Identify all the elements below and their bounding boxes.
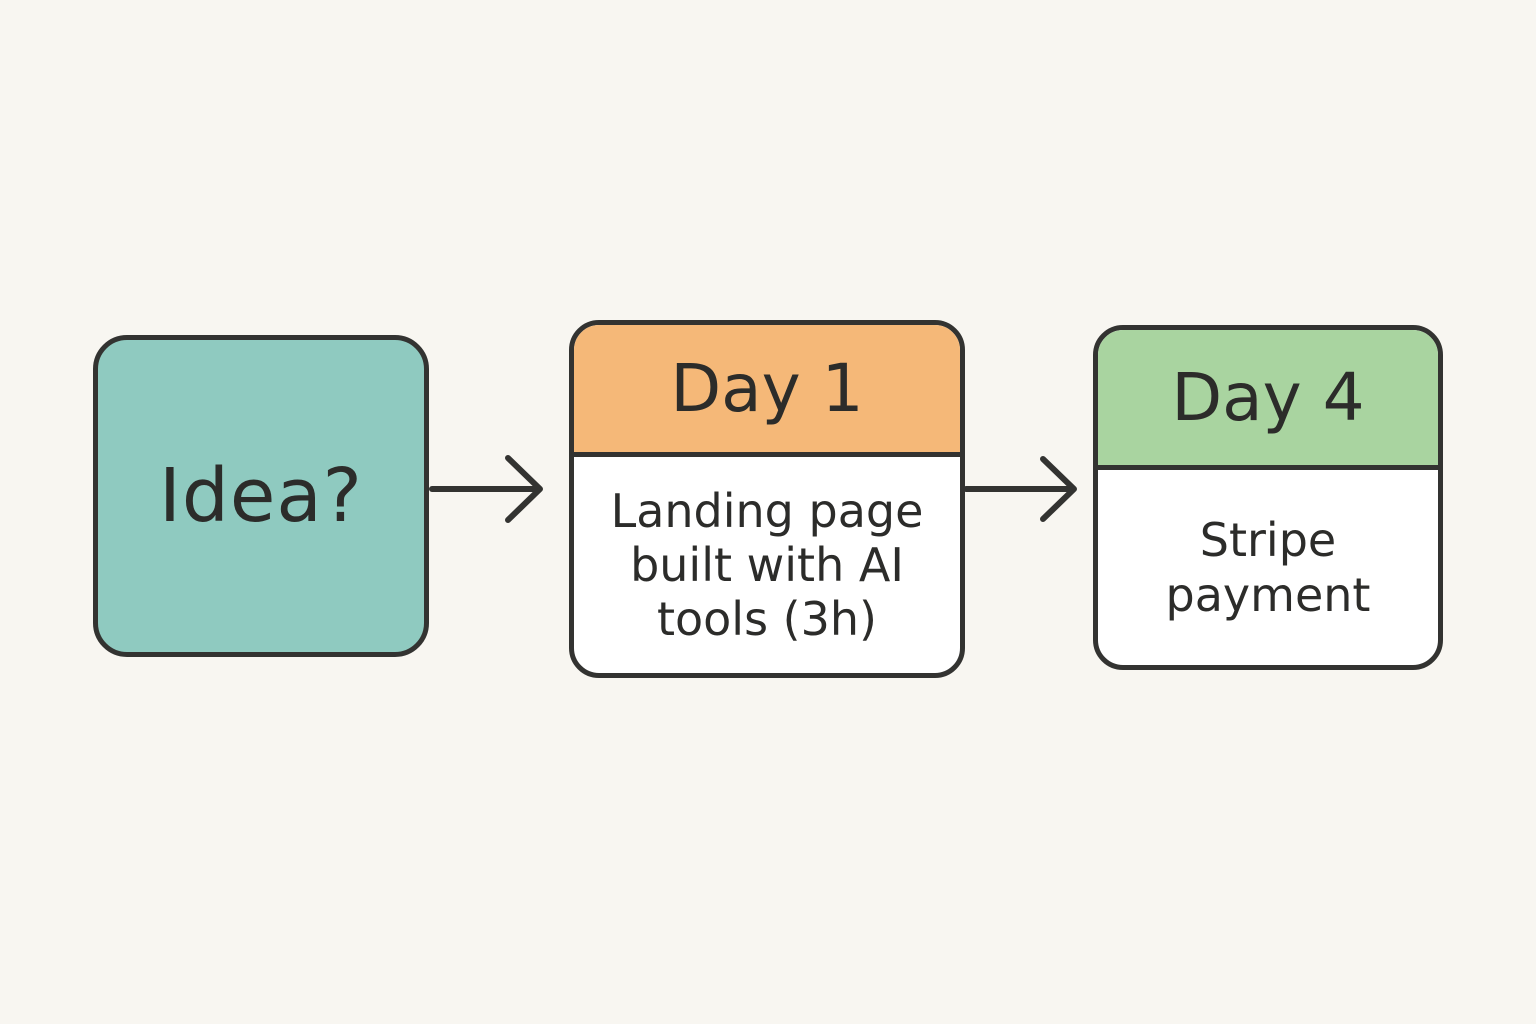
day-4-title: Day 4 xyxy=(1171,359,1365,436)
day-1-body: Landing page built with AI tools (3h) xyxy=(610,483,924,647)
arrow-idea-to-day-1 xyxy=(429,455,543,523)
day-4-body: Stripe payment xyxy=(1165,513,1371,622)
idea-label: Idea? xyxy=(159,453,363,539)
arrow-day-1-to-day-4 xyxy=(963,456,1077,522)
day-1-title: Day 1 xyxy=(670,350,864,427)
day-4-card: Day 4 Stripe payment xyxy=(1093,325,1443,670)
day-1-card: Day 1 Landing page built with AI tools (… xyxy=(569,320,965,678)
day-1-header: Day 1 xyxy=(574,325,960,457)
day-4-header: Day 4 xyxy=(1098,330,1438,470)
idea-box: Idea? xyxy=(93,335,429,657)
